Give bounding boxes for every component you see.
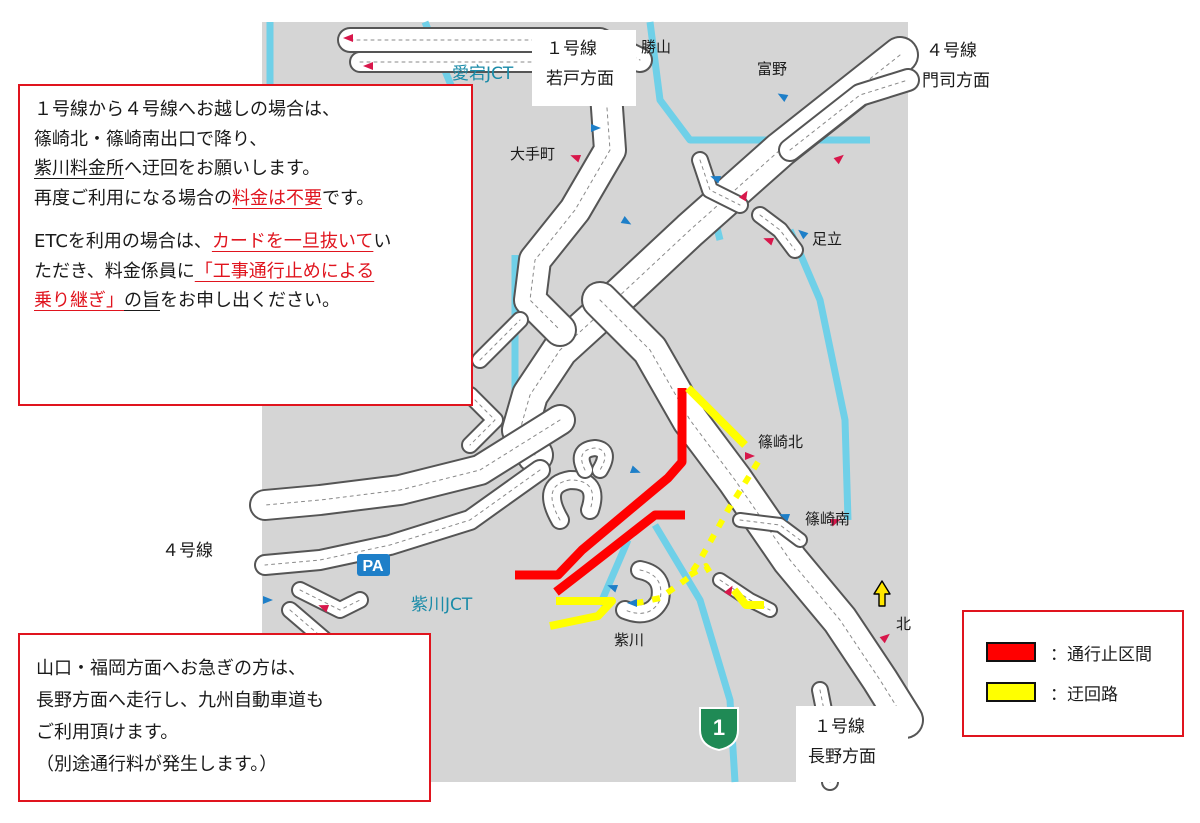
pa-label: PA: [362, 558, 383, 575]
shinozaki-kita-label: 篠崎北: [758, 433, 803, 451]
kita-label: 北: [896, 615, 911, 633]
legend-label: ：通行止区間: [1050, 644, 1152, 665]
notice-main-line: ただき、料金係員に「工事通行止めによる: [34, 257, 471, 287]
detour-notice-panel: １号線から４号線へお越しの場合は、篠崎北・篠崎南出口で降り、紫川料金所へ迂回をお…: [18, 84, 473, 406]
notice-main-text: の旨: [124, 290, 160, 311]
parking-area-badge: PA: [357, 554, 390, 576]
direction-arrow-icon: [627, 599, 637, 607]
direction-arrows: [263, 34, 890, 644]
road-lane-line: [469, 394, 496, 446]
route1-wakato-label: １号線 若戸方面: [532, 30, 636, 106]
road-lane-line: [789, 79, 909, 151]
shiwogawa-label: 紫川: [614, 631, 644, 649]
otemachi-label: 大手町: [510, 145, 555, 163]
notice-main-text: ただき、料金係員に: [34, 260, 195, 282]
notice-bottom-line: （別途通行料が発生します。）: [36, 754, 278, 775]
legend-swatch: [986, 682, 1036, 702]
notice-main-line: ETCを利用の場合は、カードを一旦抜いてい: [34, 227, 471, 257]
route-shield-number: 1: [713, 715, 725, 740]
legend-swatch: [986, 642, 1036, 662]
route4-moji-line1: ４号線: [926, 41, 977, 61]
road-lane-line: [519, 54, 901, 456]
route-shield-icon: 1: [699, 707, 739, 752]
route4-moji-line2: 門司方面: [922, 71, 990, 91]
notice-main-line: １号線から４号線へお越しの場合は、: [34, 95, 471, 125]
road-lane-line: [739, 519, 801, 541]
notice-bottom-line: 山口・福岡方面へお急ぎの方は、: [36, 658, 306, 679]
direction-arrow-icon: [629, 465, 641, 474]
notice-bottom-line: 長野方面へ走行し、九州自動車道も: [36, 690, 324, 711]
notice-main-text: 料金は不要: [232, 187, 322, 209]
direction-arrow-icon: [620, 216, 632, 225]
notice-main-text: 乗り継ぎ」: [34, 290, 124, 311]
road-surface: [693, 153, 747, 212]
notice-main-text: です。: [322, 187, 375, 209]
road-lane-line: [299, 589, 361, 611]
notice-main-line: 再度ご利用になる場合の料金は不要です。: [34, 184, 471, 214]
direction-arrow-icon: [833, 154, 844, 165]
notice-main-text: をお申し出ください。: [160, 290, 340, 311]
direction-arrow-icon: [739, 190, 748, 202]
direction-arrow-icon: [763, 237, 775, 246]
katsuyama-label: 勝山: [641, 38, 671, 56]
legend-row: ：通行止区間: [986, 640, 1152, 665]
direction-arrow-icon: [710, 175, 722, 184]
road-lane-line: [264, 469, 541, 566]
legend-row: ：迂回路: [986, 680, 1118, 705]
notice-bottom-line: ご利用頂けます。: [36, 722, 179, 743]
direction-arrow-icon: [829, 518, 841, 527]
direction-arrow-icon: [343, 34, 353, 42]
road-lane-line: [759, 214, 796, 251]
direction-arrow-icon: [591, 124, 601, 132]
direction-arrow-icon: [879, 633, 890, 644]
notice-main-text: 篠崎北・篠崎南出口で降り、: [34, 128, 268, 150]
notice-main-text: 紫川料金所: [34, 158, 124, 179]
direction-arrow-icon: [724, 585, 733, 597]
direction-arrow-icon: [798, 229, 809, 240]
notice-main-text: １号線から４号線へお越しの場合は、: [34, 99, 340, 120]
notice-main-text: ETCを利用の場合は、: [34, 231, 212, 252]
notice-main-text: 「工事通行止めによる: [194, 260, 375, 282]
notice-main-line: [34, 213, 471, 227]
route1-wakato-line1: １号線: [546, 39, 597, 59]
route1-nagano-label: １号線 長野方面: [796, 706, 908, 782]
shiwogawa-jct-label: 紫川JCT: [411, 595, 473, 615]
notice-main-text: 再度ご利用になる場合の: [34, 187, 232, 209]
notice-main-text: い: [373, 231, 392, 252]
alternative-route-notice-panel: 山口・福岡方面へお急ぎの方は、長野方面へ走行し、九州自動車道もご利用頂けます。 （…: [18, 633, 431, 802]
north-arrow-icon: [873, 580, 891, 607]
road-lane-line: [264, 419, 561, 506]
notice-main-line: 乗り継ぎ」の旨をお申し出ください。: [34, 286, 471, 316]
map-legend: ：通行止区間 ：迂回路: [962, 610, 1184, 737]
road-lane-line: [479, 319, 521, 361]
closed-sections: [515, 388, 687, 596]
direction-arrow-icon: [363, 62, 373, 70]
direction-arrow-icon: [607, 584, 619, 593]
route4-west-label: ４号線: [162, 541, 213, 561]
notice-main-text: へ迂回をお願いします。: [124, 158, 321, 179]
atago-jct-label: 愛宕JCT: [452, 64, 514, 84]
road-lane-line: [529, 79, 611, 331]
direction-arrow-icon: [779, 513, 791, 522]
road-lane-line: [581, 447, 606, 471]
road-lane-line: [551, 479, 593, 521]
direction-arrow-icon: [318, 604, 330, 613]
direction-arrow-icon: [570, 154, 582, 163]
detour-route: [549, 385, 764, 630]
legend-label: ：迂回路: [1050, 684, 1118, 705]
place-labels: 愛宕JCT 勝山 富野 大手町 足立 篠崎北 篠崎南 紫川JCT 紫川 北: [411, 38, 911, 649]
route1-nagano-line2: 長野方面: [808, 747, 876, 767]
route1-nagano-line1: １号線: [814, 717, 865, 737]
route4-moji-label: ４号線 門司方面: [922, 36, 990, 96]
tomino-label: 富野: [757, 60, 787, 78]
notice-main-line: 篠崎北・篠崎南出口で降り、: [34, 125, 471, 155]
shinozaki-minami-label: 篠崎南: [805, 510, 850, 528]
notice-main-text: カードを一旦抜いて: [211, 231, 374, 252]
notice-main-line: 紫川料金所へ迂回をお願いします。: [34, 154, 471, 184]
direction-arrow-icon: [777, 93, 789, 102]
direction-arrow-icon: [745, 452, 755, 460]
route1-wakato-line2: 若戸方面: [546, 69, 614, 89]
adachi-label: 足立: [812, 230, 842, 248]
direction-arrow-icon: [263, 596, 273, 604]
